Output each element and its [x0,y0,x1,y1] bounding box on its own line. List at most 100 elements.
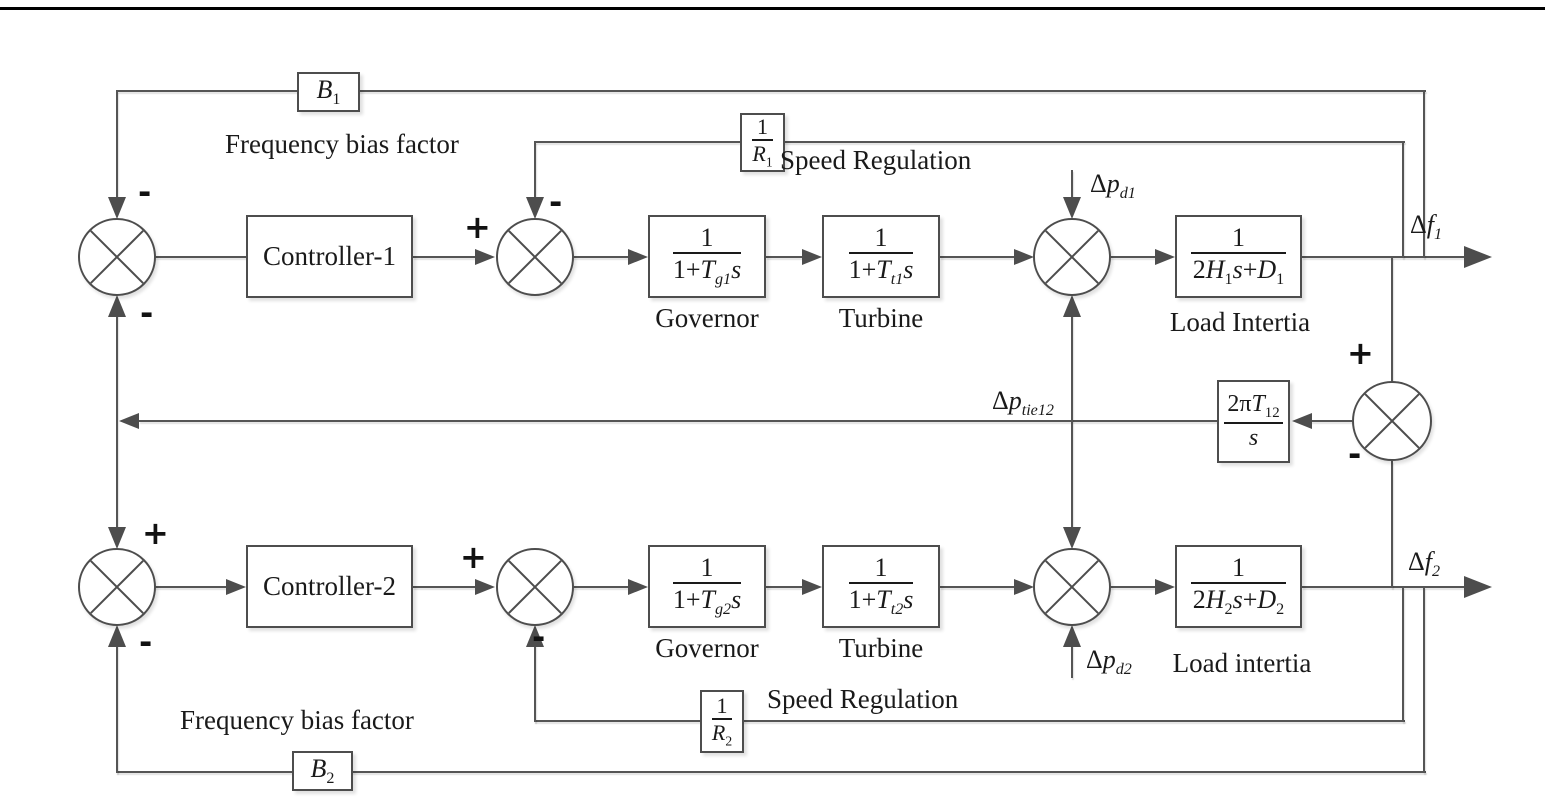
arrowhead-into-load1 [1155,249,1175,265]
wire-left-tie-spine [116,300,118,528]
ptie12-delta: Δ [992,386,1009,415]
load2-numerator: 1 [1190,553,1287,585]
pd2-delta: Δ [1086,645,1103,674]
wire-pd2-input [1071,645,1073,678]
wire-j4-to-tie-block [1310,420,1352,422]
wire-j1-to-controller1 [155,256,246,258]
label-delta-ptie12: Δptie12 [992,386,1054,420]
summing-junction-tie-line [1352,381,1432,461]
wire-output1-to-j4 [1391,257,1393,381]
arrowhead-into-j2 [475,249,495,265]
f1-symbol: f [1426,210,1434,239]
pd2-subscript: d2 [1115,661,1132,679]
load1-den-D: D [1257,255,1277,285]
r1-numerator: 1 [752,114,773,142]
arrowhead-into-turbine2 [802,579,822,595]
governor2-numerator: 1 [672,553,742,585]
tie-num-coef: 2π [1227,391,1252,418]
wire-r1-drop-to-j2 [534,142,536,199]
wire-governor1-to-turbine1 [766,256,804,258]
governor2-den-symbol: T [700,585,715,615]
sign-minus-j1-bottom: - [140,294,154,332]
ptie12-symbol: p [1008,386,1022,415]
block-b1-gain: B1 [297,72,360,112]
block-controller1: Controller-1 [246,215,413,298]
wire-j7-to-load2 [1110,586,1157,588]
load2-den-D-sub: 2 [1276,601,1285,619]
caption-governor-1: Governor [655,303,759,333]
governor2-den-var: s [731,585,742,615]
label-delta-f1: Δf1 [1410,210,1442,244]
caption-load-inertia-2: Load intertia [1172,648,1312,678]
caption-speed-regulation-2: Speed Regulation [767,684,959,714]
pd1-subscript: d1 [1119,185,1136,203]
arrowhead-tie-into-j1 [108,295,126,317]
load2-den-D: D [1257,585,1277,615]
sign-plus-j2-left: + [464,208,491,246]
arrowhead-r1-into-j2 [526,197,544,219]
turbine2-den-var: s [903,585,914,615]
sign-minus-j1-top: - [138,173,152,211]
turbine1-numerator: 1 [848,223,914,255]
pd1-symbol: p [1106,169,1120,198]
caption-turbine-2: Turbine [838,633,924,663]
caption-governor-2: Governor [655,633,759,663]
caption-frequency-bias-factor-1: Frequency bias factor [225,129,459,159]
load1-den-H-sub: 1 [1224,271,1233,289]
pd1-delta: Δ [1090,169,1107,198]
wire-j5-to-controller2 [154,586,226,588]
turbine2-numerator: 1 [848,553,914,585]
governor2-den-pre: 1+ [672,585,701,615]
wire-j4-to-output2 [1391,461,1393,588]
summing-junction-area1-load [1033,218,1111,296]
arrowhead-into-j3 [1014,249,1034,265]
wire-controller2-to-j6 [413,586,475,588]
tie-num-subscript: 12 [1264,405,1280,422]
turbine1-den-pre: 1+ [848,255,877,285]
load1-numerator: 1 [1190,223,1287,255]
r1-subscript: 1 [765,154,773,170]
wire-r1-feedback [534,141,1405,143]
turbine2-den-subscript: t2 [890,601,904,619]
arrowhead-output1 [1464,246,1492,268]
caption-turbine-1: Turbine [838,303,924,333]
arrowhead-j4-into-tie-block [1292,413,1312,429]
tie-num-symbol: T [1251,391,1265,418]
arrowhead-into-governor2 [628,579,648,595]
wire-b1-tap-from-output1 [1423,90,1425,258]
sign-minus-j4-bottom: - [1348,435,1362,473]
wire-j2-to-governor1 [571,256,630,258]
arrowhead-into-j6 [475,579,495,595]
b2-symbol: B [310,753,327,783]
sign-plus-j5-top: + [142,514,169,552]
sign-plus-j6-left: + [460,538,487,576]
r2-subscript: 2 [725,733,733,749]
arrowhead-pd1-into-j3 [1063,197,1081,219]
wire-r2-tap-from-output2 [1402,587,1404,722]
wire-ptie-branch [1071,300,1073,528]
arrowhead-ptie-into-j7 [1063,527,1081,549]
wire-b1-feedback [116,90,1426,92]
summing-junction-area2-load [1033,548,1111,626]
wire-b1-drop-to-j1 [116,91,118,199]
caption-load-inertia-1: Load Intertia [1169,307,1311,337]
wire-turbine1-to-j3 [940,256,1016,258]
governor2-den-subscript: g2 [714,601,732,619]
controller1-label: Controller-1 [263,240,396,271]
label-delta-pd2: Δpd2 [1086,645,1132,679]
load2-den-H-sub: 2 [1224,601,1233,619]
pd2-symbol: p [1102,645,1116,674]
governor1-numerator: 1 [672,223,742,255]
turbine1-den-symbol: T [876,255,891,285]
wire-tie-line [139,420,1217,422]
governor1-den-var: s [731,255,742,285]
arrowhead-into-turbine1 [802,249,822,265]
turbine2-den-symbol: T [876,585,891,615]
wire-output2 [1302,586,1464,588]
governor1-den-pre: 1+ [672,255,701,285]
